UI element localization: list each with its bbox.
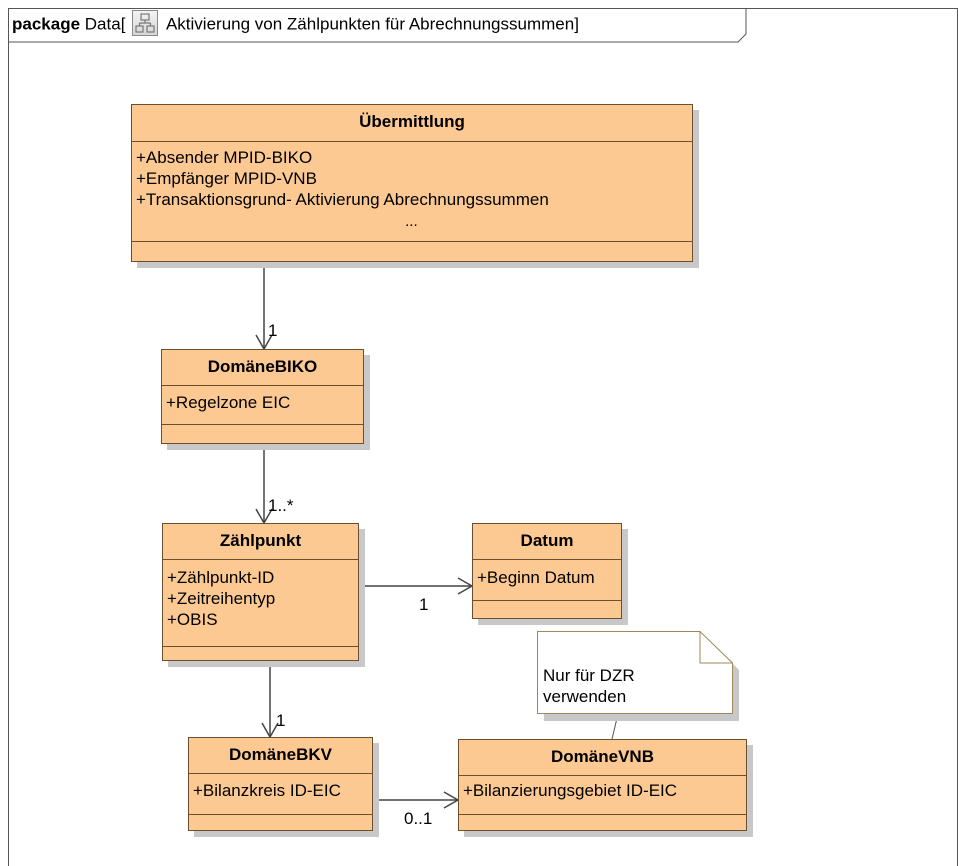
note-nur-fuer-dzr[interactable]: Nur für DZR verwenden bbox=[537, 631, 739, 721]
class-name: DomäneBKV bbox=[229, 745, 332, 764]
attribute: +Bilanzkreis ID-EIC bbox=[193, 781, 341, 800]
class-name: Übermittlung bbox=[359, 112, 465, 131]
package-frame-left bbox=[8, 8, 9, 866]
attribute: +Empfänger MPID-VNB bbox=[136, 169, 317, 188]
class-diagram-icon bbox=[132, 10, 159, 36]
multiplicity-label: 1 bbox=[419, 595, 429, 614]
package-header: package Data[ Aktivierung von Zählpunkte… bbox=[12, 10, 579, 38]
attribute: +OBIS bbox=[167, 610, 218, 629]
attribute: +Beginn Datum bbox=[477, 568, 595, 587]
attribute: +Transaktionsgrund- Aktivierung Abrechnu… bbox=[136, 190, 549, 209]
diagram-title: Aktivierung von Zählpunkten für Abrechnu… bbox=[165, 14, 575, 34]
attribute: +Regelzone EIC bbox=[166, 393, 291, 412]
class-name: Datum bbox=[520, 531, 574, 550]
attribute-ellipsis: ... bbox=[405, 213, 419, 230]
attribute: +Zählpunkt-ID bbox=[167, 568, 275, 587]
multiplicity-label: 1 bbox=[276, 711, 286, 730]
multiplicity-label: 0..1 bbox=[404, 809, 433, 828]
class-domaene-bkv[interactable]: DomäneBKV +Bilanzkreis ID-EIC bbox=[188, 737, 379, 837]
multiplicity-label: 1..* bbox=[268, 496, 294, 515]
attribute: +Bilanzierungsgebiet ID-EIC bbox=[463, 781, 678, 800]
attribute: +Absender MPID-BIKO bbox=[136, 148, 313, 167]
multiplicity-label: 1 bbox=[268, 321, 278, 340]
package-keyword: package bbox=[12, 14, 81, 34]
class-name: DomäneVNB bbox=[551, 747, 654, 766]
class-uebermittlung[interactable]: Übermittlung +Absender MPID-BIKO +Empfän… bbox=[131, 104, 699, 268]
class-zaehlpunkt[interactable]: Zählpunkt +Zählpunkt-ID +Zeitreihentyp +… bbox=[162, 523, 365, 667]
class-domaene-vnb[interactable]: DomäneVNB +Bilanzierungsgebiet ID-EIC bbox=[458, 739, 753, 837]
class-datum[interactable]: Datum +Beginn Datum bbox=[472, 523, 628, 625]
attribute: +Zeitreihentyp bbox=[167, 589, 276, 608]
package-frame-top bbox=[8, 8, 958, 9]
class-name: DomäneBIKO bbox=[207, 357, 318, 376]
class-name: Zählpunkt bbox=[219, 531, 302, 550]
package-name: Data bbox=[84, 14, 121, 34]
note-text-line: Nur für DZR bbox=[543, 666, 635, 685]
note-text-line: verwenden bbox=[543, 687, 627, 706]
class-domaene-biko[interactable]: DomäneBIKO +Regelzone EIC bbox=[161, 349, 370, 450]
